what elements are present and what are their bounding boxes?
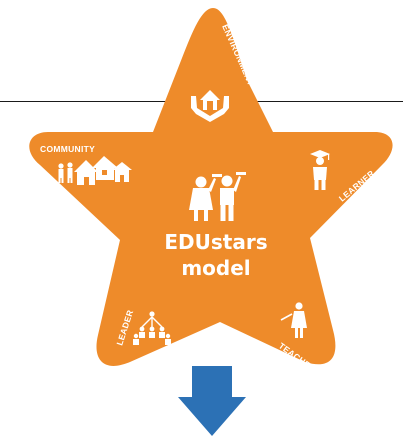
title-line2: model (181, 256, 250, 280)
house-hands-icon (191, 90, 229, 122)
graduate-icon (310, 150, 330, 190)
title-line1: EDUstars (164, 230, 267, 254)
label-community: COMMUNITY (40, 144, 95, 154)
teacher-icon (280, 302, 307, 338)
hierarchy-icon (133, 311, 171, 345)
children-icon (189, 172, 246, 221)
down-arrow-icon (178, 366, 246, 436)
village-icon (58, 156, 132, 185)
